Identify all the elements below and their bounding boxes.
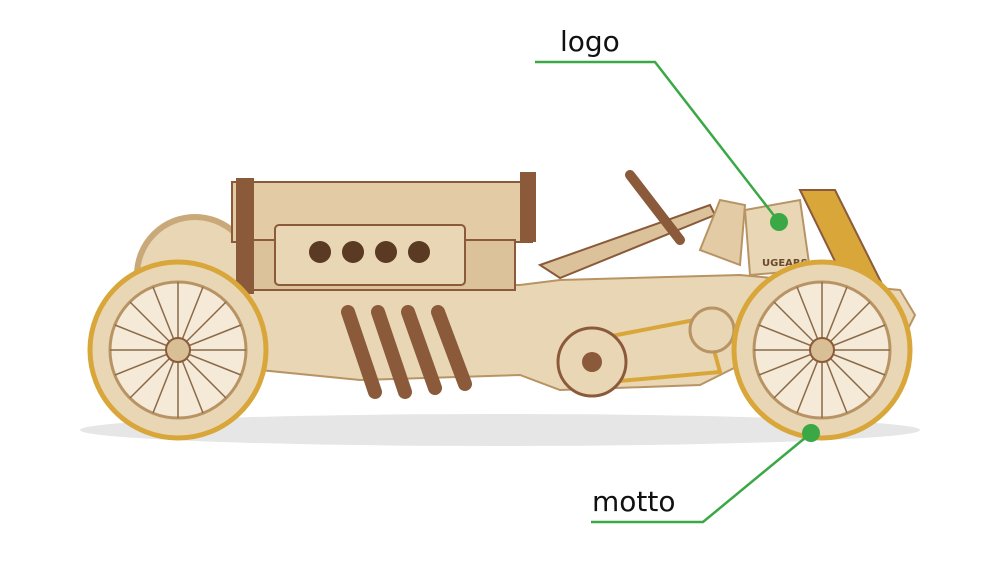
drive-gear	[556, 306, 736, 398]
motto-callout-line	[591, 424, 820, 524]
logo-callout-dot	[770, 213, 788, 231]
rear-wheel	[87, 259, 269, 441]
logo-callout-label: logo	[560, 25, 620, 58]
logo-callout-line	[535, 60, 788, 231]
exhaust-pipes	[341, 305, 472, 399]
motto-callout-label: motto	[592, 485, 676, 518]
body-brand-mark: UGEARS	[762, 258, 808, 269]
motto-callout-dot	[802, 424, 820, 442]
front-wheel	[731, 259, 913, 441]
ground-shadow	[80, 414, 920, 446]
